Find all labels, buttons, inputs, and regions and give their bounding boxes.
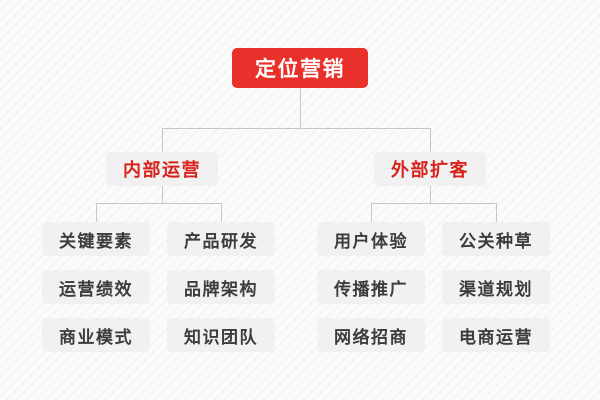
connector-branch-0-col-0-drop [96,203,97,222]
root-node[interactable]: 定位营销 [232,48,368,88]
connector-branch-0-stem [162,186,163,204]
leaf-node[interactable]: 关键要素 [42,222,150,256]
connector-branch-1-stem [430,186,431,204]
branch-node-internal-operations[interactable]: 内部运营 [106,152,218,186]
leaf-node[interactable]: 电商运营 [442,318,550,352]
leaf-node[interactable]: 传播推广 [317,270,425,304]
leaf-node[interactable]: 品牌架构 [167,270,275,304]
connector-root-stem [300,88,301,128]
branch-node-external-expansion[interactable]: 外部扩客 [374,152,486,186]
connector-branch-1-col-1-drop [496,203,497,222]
connector-level2-bar [162,128,431,129]
connector-branch-0-drop [162,128,163,152]
leaf-node[interactable]: 用户体验 [317,222,425,256]
connector-branch-0-bar [96,203,222,204]
leaf-node[interactable]: 产品研发 [167,222,275,256]
leaf-node[interactable]: 渠道规划 [442,270,550,304]
leaf-node[interactable]: 知识团队 [167,318,275,352]
leaf-node[interactable]: 运营绩效 [42,270,150,304]
connector-branch-0-col-1-drop [221,203,222,222]
connector-branch-1-bar [371,203,497,204]
leaf-node[interactable]: 商业模式 [42,318,150,352]
leaf-node[interactable]: 公关种草 [442,222,550,256]
connector-branch-1-drop [430,128,431,152]
connector-branch-1-col-0-drop [371,203,372,222]
leaf-node[interactable]: 网络招商 [317,318,425,352]
